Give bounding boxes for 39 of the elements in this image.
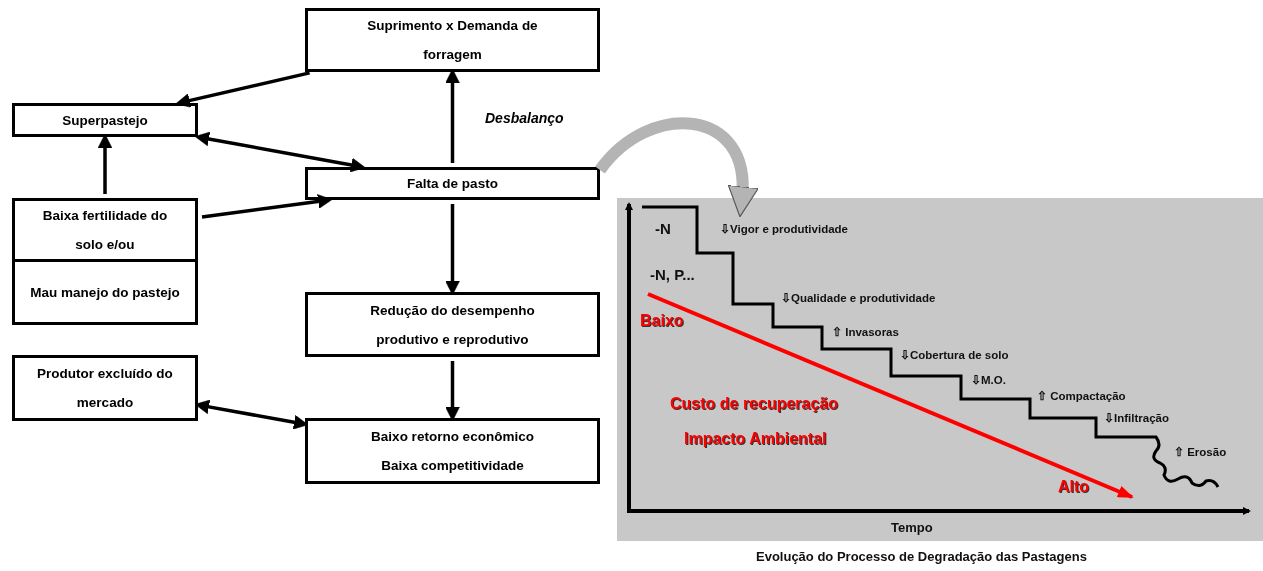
factor-label: ⇩Cobertura de solo bbox=[900, 348, 1009, 362]
factor-label: ⇧ Compactação bbox=[1037, 389, 1126, 403]
factor-label: ⇩M.O. bbox=[971, 373, 1006, 387]
process-box bbox=[305, 292, 600, 357]
process-box bbox=[305, 167, 600, 200]
arrow bbox=[175, 71, 310, 108]
factor-label: ⇩Qualidade e produtividade bbox=[781, 291, 936, 305]
box-text: Falta de pasto bbox=[406, 175, 499, 193]
chart-label: Custo de recuperação bbox=[670, 395, 839, 413]
chart-panel bbox=[617, 198, 1263, 541]
nutrient-label: -N bbox=[655, 220, 671, 237]
chart-label: Impacto Ambiental bbox=[684, 430, 827, 448]
process-box bbox=[12, 355, 198, 421]
box-text: Suprimento x Demanda de forragem bbox=[366, 17, 539, 64]
factor-label: ⇩Infiltração bbox=[1104, 411, 1169, 425]
scale-label: Alto bbox=[1058, 478, 1090, 496]
curved-arrow bbox=[595, 117, 758, 218]
box-text: Baixa fertilidade do solo e/ou bbox=[41, 207, 169, 254]
edge-label: Desbalanço bbox=[485, 110, 564, 126]
box-text: Mau manejo do pastejo bbox=[29, 283, 181, 302]
nutrient-label: -N, P... bbox=[650, 266, 695, 283]
process-box bbox=[12, 259, 198, 325]
box-text: Produtor excluído do mercado bbox=[36, 365, 174, 412]
caption: Evolução do Processo de Degradação das Pastagens bbox=[756, 549, 1087, 564]
box-text: Baixo retorno econômico bbox=[370, 428, 535, 446]
arrow bbox=[201, 194, 333, 219]
process-box bbox=[305, 418, 600, 484]
factor-label: ⇧ Invasoras bbox=[832, 325, 899, 339]
box-text: Redução do desempenho produtivo e reprodutivo bbox=[369, 301, 536, 349]
box-text: Baixa competitividade bbox=[380, 457, 525, 475]
process-box bbox=[305, 8, 600, 72]
factor-label: ⇩Vigor e produtividade bbox=[720, 222, 848, 236]
process-box bbox=[12, 103, 198, 137]
scale-label: Baixo bbox=[640, 312, 684, 330]
axis-title: Tempo bbox=[891, 520, 933, 535]
double-arrow bbox=[194, 131, 366, 173]
box-text: Superpastejo bbox=[61, 111, 149, 130]
factor-label: ⇧ Erosão bbox=[1174, 445, 1227, 459]
process-box bbox=[12, 198, 198, 262]
